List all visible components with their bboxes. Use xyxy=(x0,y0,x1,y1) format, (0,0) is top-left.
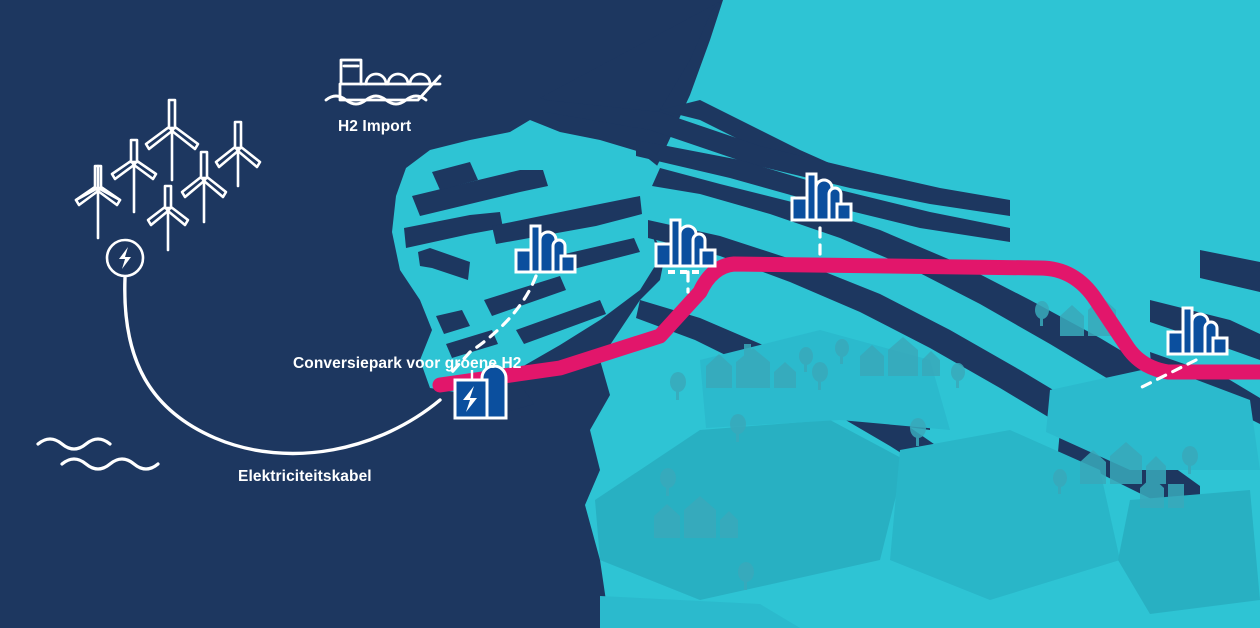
village-b xyxy=(860,337,940,376)
village-f xyxy=(1140,477,1184,508)
factory-icon-1 xyxy=(514,224,577,274)
basin-inner-lagoon xyxy=(432,162,478,190)
basin-3 xyxy=(418,248,470,280)
wind-turbine-1 xyxy=(74,164,122,240)
tree-cluster-e xyxy=(660,347,926,590)
basin-5 xyxy=(556,238,640,272)
dashed-connectors-group xyxy=(450,226,1198,390)
tree-cluster-d xyxy=(1053,446,1198,494)
district-1 xyxy=(595,420,905,600)
bolt-glyph xyxy=(463,386,477,412)
factory-2-base-dashes xyxy=(668,270,699,274)
sea-waves-icon xyxy=(36,437,160,471)
factory-icon-3 xyxy=(790,172,853,222)
district-6 xyxy=(600,596,800,628)
basin-1 xyxy=(412,170,548,216)
tree-cluster-c xyxy=(1035,301,1049,326)
hydrogen-pipeline xyxy=(432,256,1260,393)
wind-farm-group xyxy=(74,98,262,252)
north-channel-a xyxy=(545,100,1010,216)
electricity-cable xyxy=(123,276,442,456)
dashed-connector-factory-1 xyxy=(450,274,538,374)
dashed-connector-factory-4 xyxy=(1138,358,1198,390)
wind-turbine-6 xyxy=(214,120,262,188)
basin-7 xyxy=(516,300,606,344)
village-e xyxy=(654,496,738,538)
tree-cluster-b xyxy=(835,339,965,388)
factory-icon-2 xyxy=(654,218,717,274)
basin-9 xyxy=(446,330,498,358)
village-silhouettes-group xyxy=(654,297,1198,590)
hydrogen-conversion-plant-icon xyxy=(453,364,508,420)
wind-turbine-2 xyxy=(110,138,158,214)
north-wedge xyxy=(540,0,836,166)
bay-right xyxy=(1200,250,1260,292)
wind-turbine-5 xyxy=(180,150,228,224)
village-a xyxy=(706,344,796,388)
district-2 xyxy=(700,330,950,430)
bolt-glyph xyxy=(119,247,131,269)
district-5 xyxy=(1118,490,1260,614)
factory-icon-4 xyxy=(1166,306,1229,356)
wind-turbine-3 xyxy=(144,98,200,182)
tree-cluster-a xyxy=(670,362,828,442)
electricity-node-icon xyxy=(105,238,145,278)
district-4 xyxy=(1046,366,1260,470)
wind-turbine-4 xyxy=(146,184,190,252)
basin-2 xyxy=(404,212,503,248)
district-polygons-group xyxy=(595,330,1260,628)
basin-8 xyxy=(436,310,470,334)
lng-carrier-ship-icon xyxy=(324,58,442,106)
